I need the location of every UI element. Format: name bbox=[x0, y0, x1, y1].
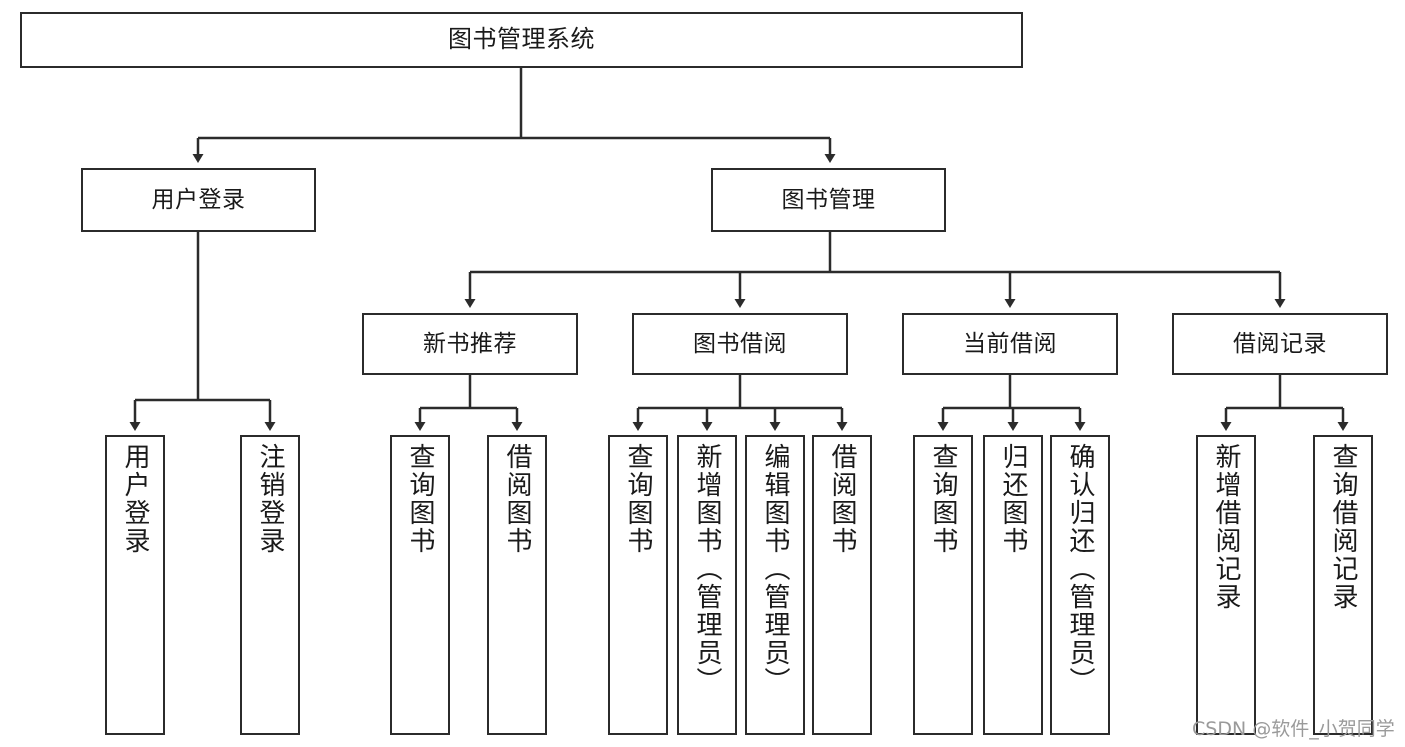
edge-current-borrow-to-leaves bbox=[937, 375, 1086, 431]
node-leaf-add-book-label: 新增图书（管理员） bbox=[692, 443, 722, 695]
node-leaf-borrow-book-rec[interactable]: 借阅图书 bbox=[487, 435, 547, 735]
node-leaf-user-login-label: 用户登录 bbox=[120, 443, 150, 555]
node-book-manage-label: 图书管理 bbox=[781, 186, 876, 213]
node-leaf-query-book[interactable]: 查询图书 bbox=[608, 435, 668, 735]
node-user-login-label: 用户登录 bbox=[151, 186, 246, 213]
node-leaf-borrow-book-rec-label: 借阅图书 bbox=[502, 443, 532, 555]
node-leaf-query-book-label: 查询图书 bbox=[623, 443, 653, 555]
node-leaf-query-record-label: 查询借阅记录 bbox=[1328, 443, 1358, 611]
node-book-manage[interactable]: 图书管理 bbox=[711, 168, 946, 232]
node-leaf-confirm-return-label: 确认归还（管理员） bbox=[1065, 443, 1095, 695]
node-leaf-borrow-book[interactable]: 借阅图书 bbox=[812, 435, 872, 735]
node-leaf-borrow-book-label: 借阅图书 bbox=[827, 443, 857, 555]
node-leaf-add-book[interactable]: 新增图书（管理员） bbox=[677, 435, 737, 735]
node-leaf-return-book-label: 归还图书 bbox=[998, 443, 1028, 555]
node-leaf-add-record[interactable]: 新增借阅记录 bbox=[1196, 435, 1256, 735]
node-borrow-record-label: 借阅记录 bbox=[1233, 330, 1327, 357]
node-leaf-add-record-label: 新增借阅记录 bbox=[1211, 443, 1241, 611]
node-leaf-query-book-rec-label: 查询图书 bbox=[405, 443, 435, 555]
edge-root-to-level2 bbox=[192, 68, 836, 163]
watermark-text: CSDN @软件_小贺同学 bbox=[1192, 718, 1395, 740]
edge-book-manage-to-level3 bbox=[464, 232, 1286, 308]
node-leaf-query-book-cur-label: 查询图书 bbox=[928, 443, 958, 555]
node-leaf-edit-book[interactable]: 编辑图书（管理员） bbox=[745, 435, 805, 735]
node-root[interactable]: 图书管理系统 bbox=[20, 12, 1023, 68]
edge-new-book-rec-to-leaves bbox=[414, 375, 523, 431]
node-leaf-query-record[interactable]: 查询借阅记录 bbox=[1313, 435, 1373, 735]
node-leaf-edit-book-label: 编辑图书（管理员） bbox=[760, 443, 790, 695]
node-current-borrow[interactable]: 当前借阅 bbox=[902, 313, 1118, 375]
node-book-borrow-label: 图书借阅 bbox=[693, 330, 787, 357]
node-current-borrow-label: 当前借阅 bbox=[963, 330, 1057, 357]
node-leaf-user-login[interactable]: 用户登录 bbox=[105, 435, 165, 735]
edge-borrow-record-to-leaves bbox=[1220, 375, 1349, 431]
node-root-label: 图书管理系统 bbox=[448, 25, 595, 54]
edge-user-login-to-leaves bbox=[129, 232, 276, 431]
node-user-login[interactable]: 用户登录 bbox=[81, 168, 316, 232]
node-book-borrow[interactable]: 图书借阅 bbox=[632, 313, 848, 375]
node-leaf-return-book[interactable]: 归还图书 bbox=[983, 435, 1043, 735]
node-leaf-user-logout[interactable]: 注销登录 bbox=[240, 435, 300, 735]
node-new-book-rec-label: 新书推荐 bbox=[423, 330, 517, 357]
node-leaf-confirm-return[interactable]: 确认归还（管理员） bbox=[1050, 435, 1110, 735]
node-borrow-record[interactable]: 借阅记录 bbox=[1172, 313, 1388, 375]
node-new-book-rec[interactable]: 新书推荐 bbox=[362, 313, 578, 375]
node-leaf-query-book-cur[interactable]: 查询图书 bbox=[913, 435, 973, 735]
node-leaf-user-logout-label: 注销登录 bbox=[255, 443, 285, 555]
edge-book-borrow-to-leaves bbox=[632, 375, 848, 431]
node-leaf-query-book-rec[interactable]: 查询图书 bbox=[390, 435, 450, 735]
